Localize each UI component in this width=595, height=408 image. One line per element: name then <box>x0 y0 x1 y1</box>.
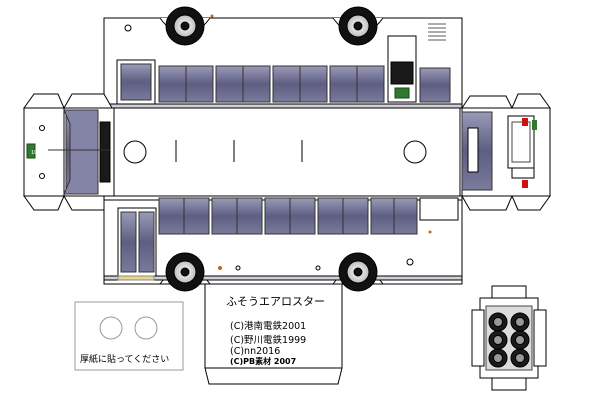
side-panel-top <box>103 14 463 109</box>
credit-line: (C)野川電鉄1999 <box>230 335 307 346</box>
backing-note: 厚紙に貼ってください <box>80 355 170 365</box>
front-end-panel <box>23 93 115 211</box>
side-panel-bottom <box>103 195 463 285</box>
model-name: ふそうエアロスター <box>226 295 325 308</box>
label-tab <box>204 283 343 385</box>
backing-card <box>74 301 184 371</box>
credit-line: (C)nn2016 <box>230 346 281 357</box>
top-windows <box>158 65 385 103</box>
route-sign: 10 <box>31 150 37 156</box>
axle-tires <box>488 312 530 368</box>
top-front-tire <box>165 6 205 46</box>
roof-panel <box>113 107 461 197</box>
credit-line: (C)港南電鉄2001 <box>230 321 307 332</box>
bottom-windows <box>158 197 418 235</box>
top-rear-tire <box>338 6 378 46</box>
rear-end-panel <box>461 93 551 211</box>
bottom-rear-tire <box>338 252 378 292</box>
bottom-front-tire <box>165 252 205 292</box>
credit-line: (C)PB素材 2007 <box>230 357 297 366</box>
axle-piece <box>471 285 547 391</box>
